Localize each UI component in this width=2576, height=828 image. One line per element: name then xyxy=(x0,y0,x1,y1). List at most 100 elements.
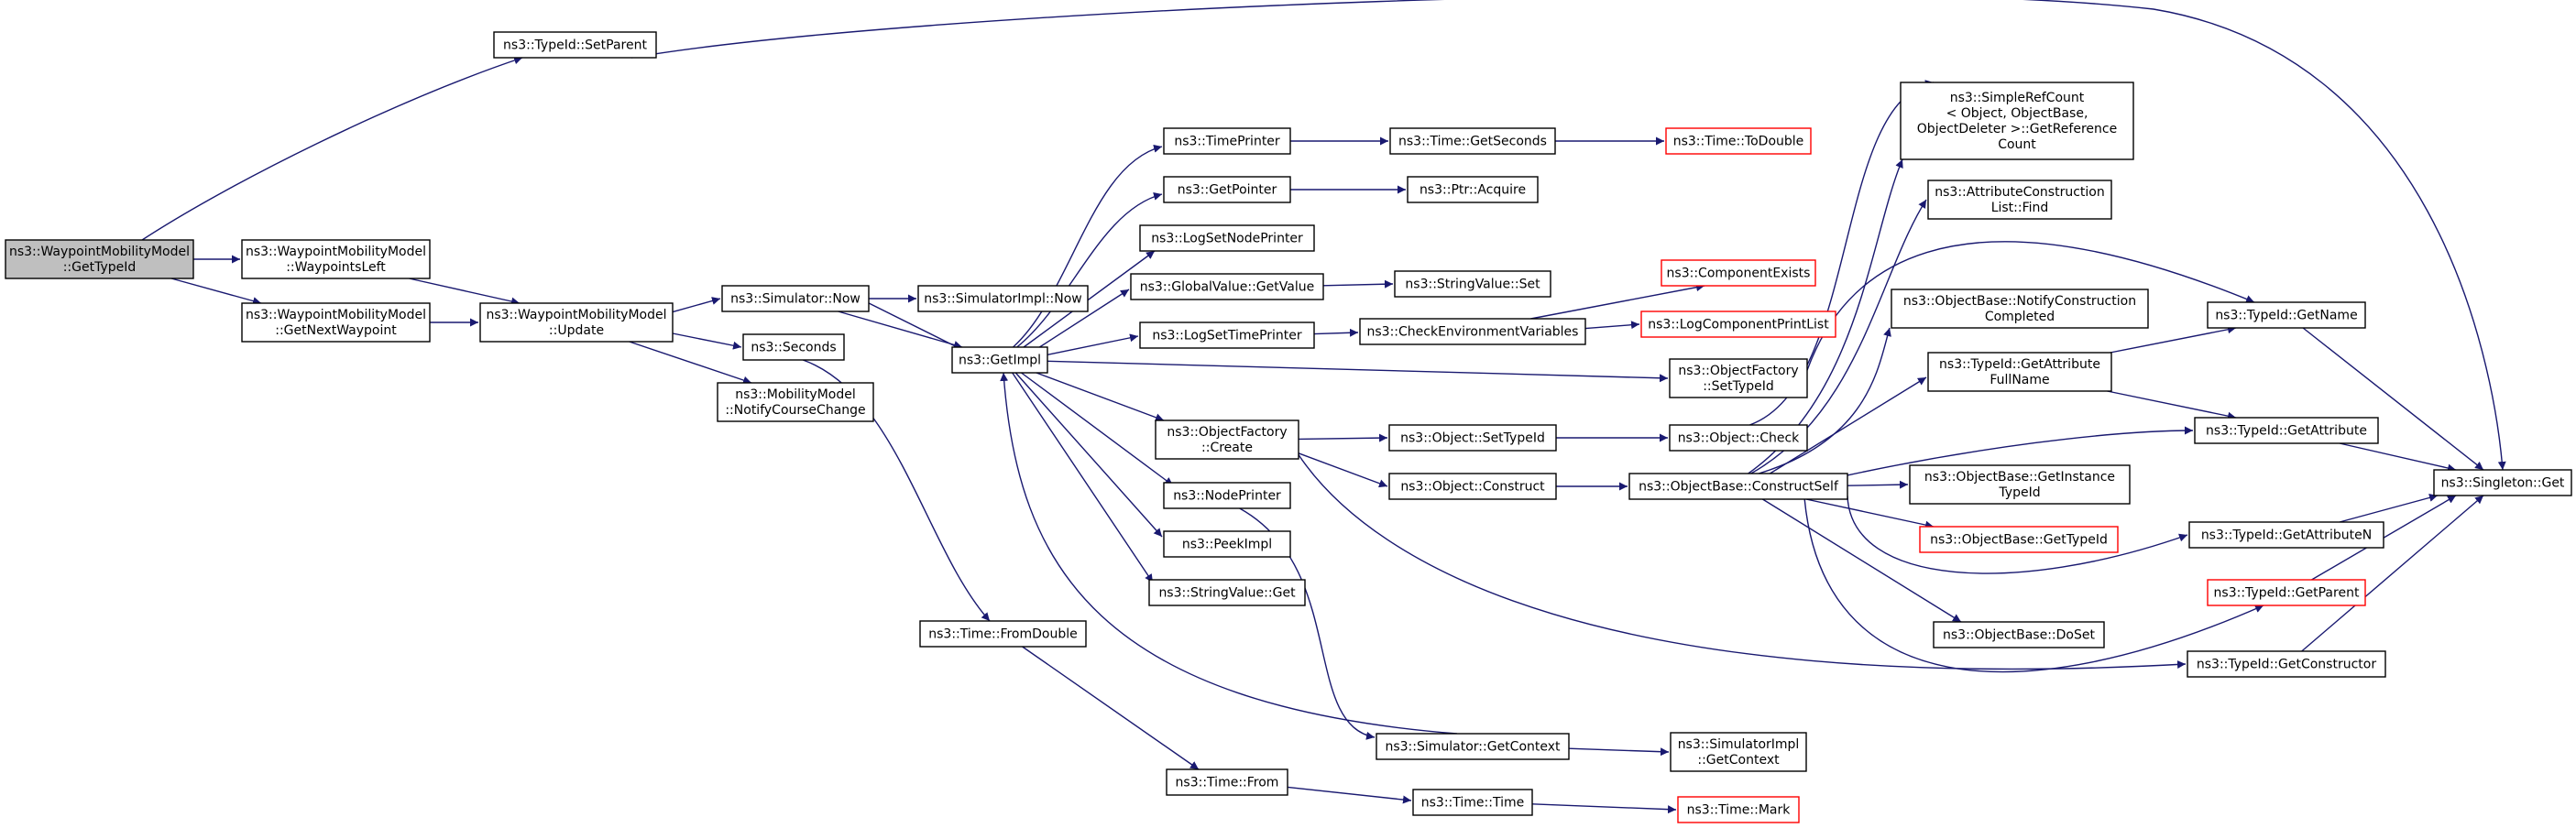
node-label: ns3::SimpleRefCount xyxy=(1950,91,2085,105)
node-box xyxy=(5,239,194,279)
graph-node-n45[interactable]: ns3::TypeId::GetAttribute xyxy=(2194,417,2379,444)
graph-node-n10[interactable]: ns3::Time::FromDouble xyxy=(919,620,1087,648)
graph-node-n49[interactable]: ns3::Singleton::Get xyxy=(2433,469,2572,496)
graph-node-n23[interactable]: ns3::StringValue::Set xyxy=(1394,270,1551,298)
node-box xyxy=(2194,417,2379,444)
edge-n34-to-n45 xyxy=(1847,426,2194,476)
node-box xyxy=(1163,127,1291,155)
graph-node-n24[interactable]: ns3::CheckEnvironmentVariables xyxy=(1359,318,1586,345)
graph-node-n18[interactable]: ns3::PeekImpl xyxy=(1163,530,1291,558)
node-label: ObjectDeleter >::GetReference xyxy=(1917,122,2117,136)
graph-node-n46[interactable]: ns3::TypeId::GetAttributeN xyxy=(2188,521,2384,549)
graph-node-n34[interactable]: ns3::ObjectBase::ConstructSelf xyxy=(1628,473,1848,500)
graph-node-n29[interactable]: ns3::Time::ToDouble xyxy=(1665,127,1812,155)
graph-node-n11[interactable]: ns3::TimePrinter xyxy=(1163,127,1291,155)
node-label: ns3::TypeId::GetAttribute xyxy=(1939,357,2100,372)
graph-node-n25[interactable]: ns3::Object::SetTypeId xyxy=(1388,424,1557,452)
graph-node-n2[interactable]: ns3::WaypointMobilityModel::WaypointsLef… xyxy=(241,239,431,279)
node-box xyxy=(1163,530,1291,558)
node-label: ns3::GlobalValue::GetValue xyxy=(1140,280,1314,295)
graph-node-n20[interactable]: ns3::Time::From xyxy=(1166,768,1288,796)
graph-node-n27[interactable]: ns3::Simulator::GetContext xyxy=(1376,733,1570,760)
edge-n0-to-n3 xyxy=(170,278,262,305)
edge-n5-to-n9 xyxy=(838,310,963,349)
graph-node-n7[interactable]: ns3::MobilityModel::NotifyCourseChange xyxy=(717,382,874,422)
graph-node-n22[interactable]: ns3::Ptr::Acquire xyxy=(1407,176,1539,203)
node-box xyxy=(1927,352,2112,392)
node-box xyxy=(1148,579,1306,606)
node-label: ns3::Ptr::Acquire xyxy=(1420,183,1526,198)
node-label: ns3::Object::Construct xyxy=(1400,480,1545,495)
graph-node-n17[interactable]: ns3::NodePrinter xyxy=(1163,482,1291,509)
graph-node-n9[interactable]: ns3::GetImpl xyxy=(951,346,1048,374)
node-label: ::GetTypeId xyxy=(63,260,137,275)
graph-node-n36[interactable]: ns3::Time::Mark xyxy=(1677,796,1800,823)
edge-n10-to-n20 xyxy=(1022,646,1200,770)
node-label: ns3::ComponentExists xyxy=(1667,267,1811,281)
graph-node-n42[interactable]: ns3::ObjectBase::GetTypeId xyxy=(1919,526,2119,553)
graph-node-n28[interactable]: ns3::Time::Time xyxy=(1412,789,1533,816)
node-box xyxy=(1640,310,1836,338)
node-box xyxy=(919,620,1087,648)
graph-node-n13[interactable]: ns3::LogSetNodePrinter xyxy=(1139,224,1315,252)
node-box xyxy=(1139,321,1315,349)
node-label: ns3::Object::SetTypeId xyxy=(1400,431,1545,446)
graph-node-n44[interactable]: ns3::TypeId::GetName xyxy=(2207,301,2366,329)
graph-node-n30[interactable]: ns3::ComponentExists xyxy=(1661,259,1816,287)
graph-node-n39[interactable]: ns3::ObjectBase::NotifyConstructionCompl… xyxy=(1891,289,2149,329)
edge-n20-to-n28 xyxy=(1287,786,1412,804)
graph-node-n8[interactable]: ns3::SimulatorImpl::Now xyxy=(917,285,1089,312)
edge-n16-to-n25 xyxy=(1298,433,1388,442)
node-label: ns3::WaypointMobilityModel xyxy=(246,245,426,259)
node-box xyxy=(742,333,845,361)
node-box xyxy=(1677,796,1800,823)
graph-node-n48[interactable]: ns3::TypeId::GetConstructor xyxy=(2187,650,2386,678)
node-box xyxy=(1628,473,1848,500)
edge-n44-to-n49 xyxy=(2302,327,2484,471)
graph-node-n16[interactable]: ns3::ObjectFactory::Create xyxy=(1155,419,1299,460)
graph-node-n43[interactable]: ns3::ObjectBase::DoSet xyxy=(1933,621,2105,648)
node-label: ns3::StringValue::Get xyxy=(1158,586,1296,601)
edge-n34-to-n40 xyxy=(1770,376,1927,474)
node-box xyxy=(1394,270,1551,298)
graph-node-n21[interactable]: ns3::Time::GetSeconds xyxy=(1389,127,1556,155)
graph-node-n12[interactable]: ns3::GetPointer xyxy=(1163,176,1291,203)
node-label: ns3::Simulator::GetContext xyxy=(1385,740,1561,755)
node-label: ns3::Time::Mark xyxy=(1687,803,1792,818)
graph-node-n5[interactable]: ns3::Simulator::Now xyxy=(721,285,870,312)
node-box xyxy=(1407,176,1539,203)
graph-node-n26[interactable]: ns3::Object::Construct xyxy=(1388,473,1557,500)
graph-node-n37[interactable]: ns3::SimpleRefCount< Object, ObjectBase,… xyxy=(1900,82,2134,160)
edge-n9-to-n18 xyxy=(1014,372,1163,538)
graph-node-n0[interactable]: ns3::WaypointMobilityModel::GetTypeId xyxy=(5,239,194,279)
node-box xyxy=(1933,621,2105,648)
graph-node-n15[interactable]: ns3::LogSetTimePrinter xyxy=(1139,321,1315,349)
graph-node-n19[interactable]: ns3::StringValue::Get xyxy=(1148,579,1306,606)
node-label: ::WaypointsLeft xyxy=(286,260,386,275)
graph-node-n4[interactable]: ns3::WaypointMobilityModel::Update xyxy=(479,302,674,343)
graph-node-n32[interactable]: ns3::ObjectFactory::SetTypeId xyxy=(1669,358,1808,398)
graph-node-n33[interactable]: ns3::Object::Check xyxy=(1669,424,1808,452)
graph-node-n3[interactable]: ns3::WaypointMobilityModel::GetNextWaypo… xyxy=(241,302,431,343)
edge-n24-to-n30 xyxy=(1530,283,1705,320)
edge-n46-to-n49 xyxy=(2339,494,2439,523)
graph-node-n31[interactable]: ns3::LogComponentPrintList xyxy=(1640,310,1836,338)
node-label: ns3::ObjectBase::GetInstance xyxy=(1924,470,2115,485)
graph-node-n6[interactable]: ns3::Seconds xyxy=(742,333,845,361)
graph-node-n35[interactable]: ns3::SimulatorImpl::GetContext xyxy=(1670,732,1807,772)
node-label: ns3::Time::FromDouble xyxy=(928,627,1078,642)
node-label: ns3::TypeId::GetConstructor xyxy=(2197,658,2376,672)
node-box xyxy=(1388,473,1557,500)
graph-node-n47[interactable]: ns3::TypeId::GetParent xyxy=(2207,579,2366,606)
edge-n34-to-n47 xyxy=(1803,498,2264,673)
node-box xyxy=(1919,526,2119,553)
node-box xyxy=(1163,482,1291,509)
node-box xyxy=(951,346,1048,374)
graph-node-n14[interactable]: ns3::GlobalValue::GetValue xyxy=(1130,273,1324,300)
graph-node-n1[interactable]: ns3::TypeId::SetParent xyxy=(493,31,657,59)
node-box xyxy=(1389,127,1556,155)
node-label: ns3::Seconds xyxy=(751,341,836,355)
